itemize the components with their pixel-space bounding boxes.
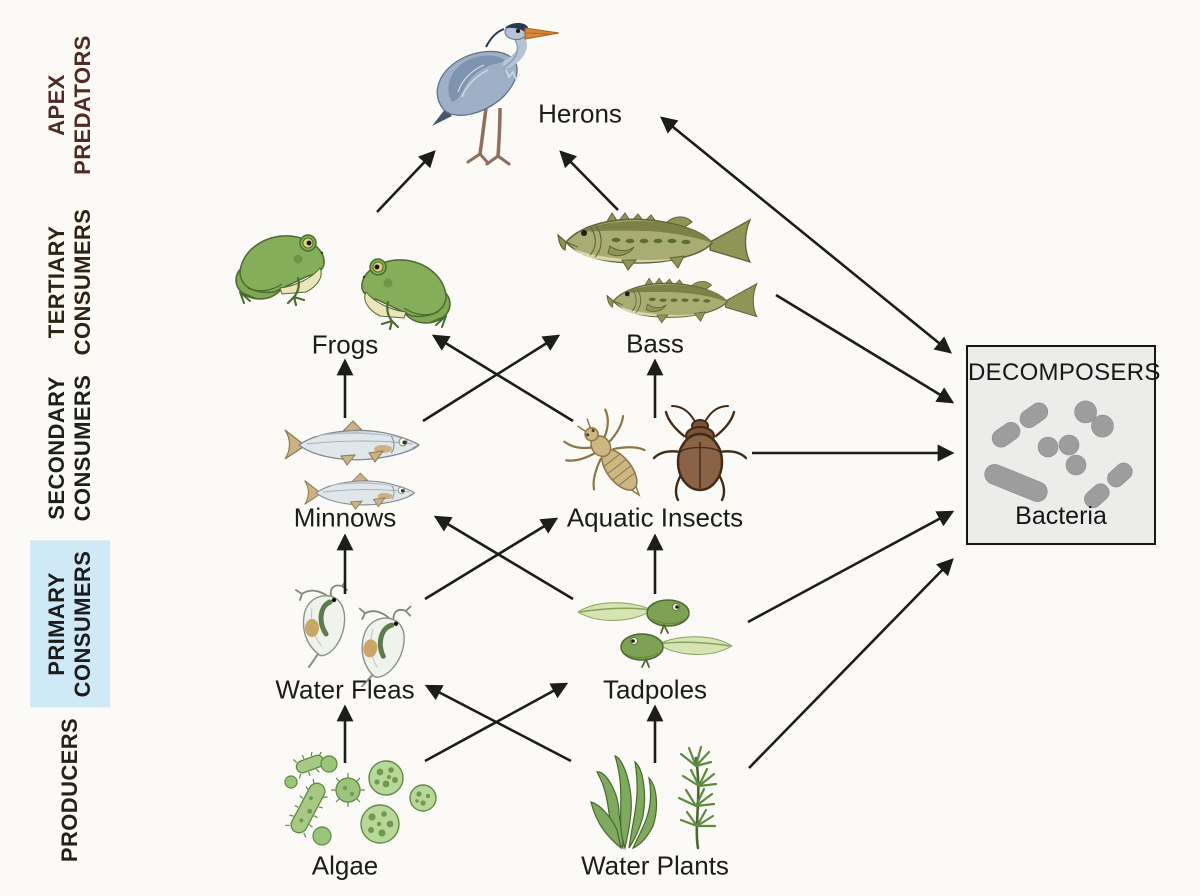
arrow-water_plants-to-decomposers [748, 558, 954, 769]
algae-illustration [284, 752, 437, 846]
water-fleas-illustration [278, 582, 428, 687]
arrow-bass-to-decomposers [775, 293, 955, 404]
tadpoles-illustration [577, 599, 733, 668]
level-label-producers: PRODUCERS [57, 717, 83, 863]
aquatic-insects-illustration [563, 405, 747, 502]
label-water-plants: Water Plants [581, 850, 729, 881]
bacteria-illustration [984, 400, 1133, 509]
arrow-frogs-to-herons [376, 150, 436, 213]
arrow-water_plants-to-water_fleas [424, 684, 572, 763]
arrow-bass-to-herons [559, 150, 619, 211]
label-herons: Herons [538, 98, 622, 129]
decomposers-box: DECOMPOSERS Bacteria [966, 345, 1161, 545]
water-plants-illustration [590, 745, 718, 851]
label-tadpoles: Tadpoles [602, 674, 708, 705]
arrow-aquatic_insects-to-frogs [431, 334, 574, 423]
herons-illustration [432, 22, 560, 166]
bass-illustration [557, 212, 758, 324]
label-minnows: Minnows [293, 502, 397, 533]
label-algae: Algae [311, 850, 379, 881]
label-bass: Bass [626, 328, 684, 359]
arrow-minnows-to-bass [422, 334, 561, 423]
frogs-illustration [234, 233, 452, 331]
label-frogs: Frogs [311, 329, 379, 360]
level-label-secondary-consumers: SECONDARY CONSUMERS [44, 374, 95, 522]
label-water-fleas: Water Fleas [275, 674, 415, 705]
decomposers-organism-label: Bacteria [1015, 502, 1107, 530]
level-label-primary-consumers: PRIMARY CONSUMERS [30, 540, 110, 708]
arrow-tadpoles-to-decomposers [747, 510, 955, 624]
label-aquatic-insects: Aquatic Insects [566, 502, 744, 533]
arrow-water_fleas-to-aquatic_insects [424, 517, 559, 601]
level-label-apex-predators: APEX PREDATORS [44, 35, 95, 175]
arrow-algae-to-tadpoles [424, 682, 569, 763]
arrow-tadpoles-to-minnows [433, 515, 574, 601]
level-label-tertiary-consumers: TERTIARY CONSUMERS [44, 208, 95, 356]
decomposers-title: DECOMPOSERS [968, 359, 1161, 386]
